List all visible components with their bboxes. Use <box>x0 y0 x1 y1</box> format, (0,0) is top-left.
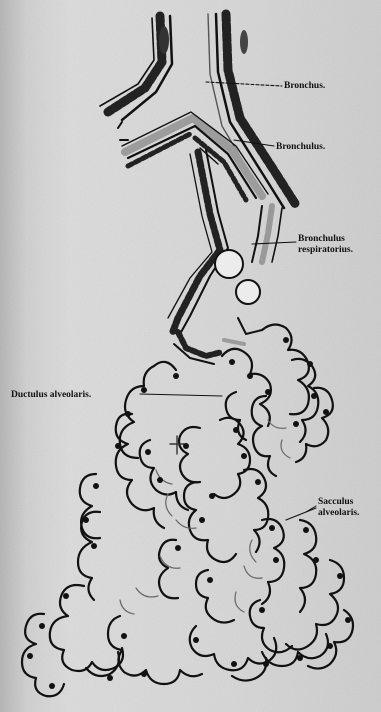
label-sacculus-alveolaris-line1: Sacculus <box>318 497 353 507</box>
label-bronchulus: Bronchulus. <box>276 142 325 152</box>
alveolar-ducts-and-sacs <box>22 324 353 696</box>
respiratory-alveolus-2 <box>236 280 260 304</box>
label-bronchus: Bronchus. <box>284 81 325 91</box>
label-ductulus-alveolaris: Ductulus alveolaris. <box>11 390 91 400</box>
label-bronchulus-respiratorius-line1: Bronchulus <box>298 234 345 244</box>
label-bronchulus-respiratorius-line2: respiratorius. <box>298 245 353 255</box>
label-sacculus-alveolaris-line2: alveolaris. <box>318 508 359 518</box>
cartilage-left <box>159 26 169 54</box>
cartilage-right <box>240 30 248 54</box>
respiratory-alveolus-1 <box>215 250 243 278</box>
